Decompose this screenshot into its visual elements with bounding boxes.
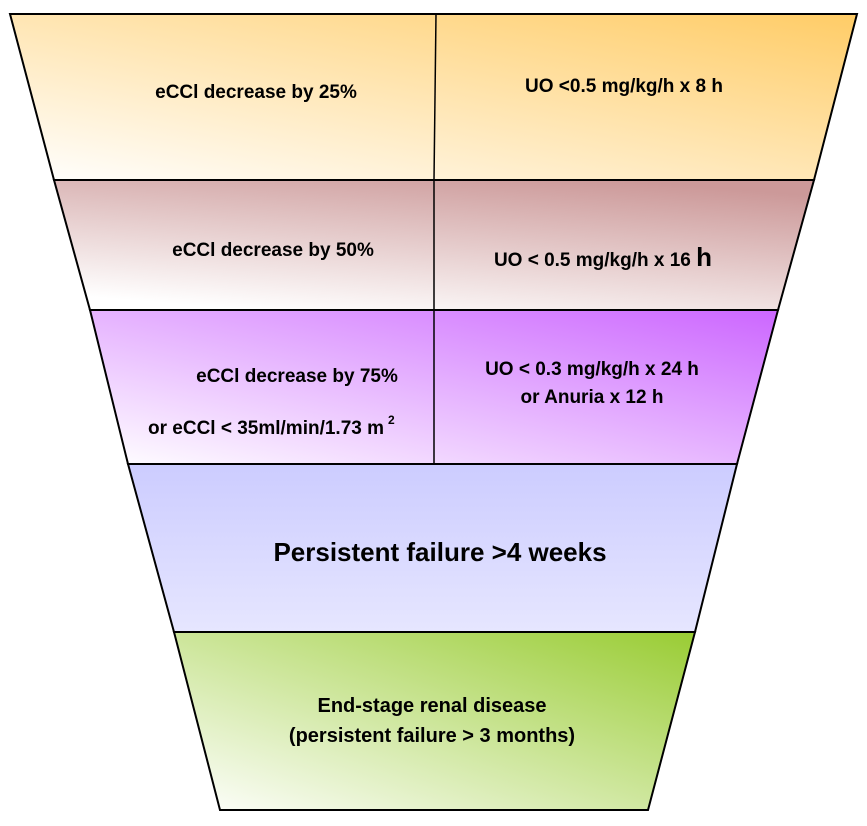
stage-failure-urine-label-line2: or Anuria x 12 h: [521, 387, 664, 408]
stage-risk-shape: [8, 13, 859, 181]
stage-injury-urine-unit: h: [696, 242, 712, 272]
stage-risk: eCCl decrease by 25% UO <0.5 mg/kg/h x 8…: [8, 13, 859, 181]
stage-failure: eCCl decrease by 75% or eCCl < 35ml/min/…: [88, 309, 780, 465]
stage-failure-urine-label-line1: UO < 0.3 mg/kg/h x 24 h: [485, 359, 699, 380]
stage-injury: eCCl decrease by 50% UO < 0.5 mg/kg/h x …: [52, 179, 816, 311]
stage-failure-eccl-label-line1: eCCl decrease by 75%: [196, 366, 398, 387]
stage-loss: Persistent failure >4 weeks: [126, 463, 739, 633]
stage-esrd-label-line1: End-stage renal disease: [318, 695, 547, 717]
stage-esrd-shape: [172, 631, 697, 811]
stage-failure-eccl-superscript: 2: [388, 413, 395, 427]
stage-injury-eccl-label: eCCl decrease by 50%: [172, 240, 374, 261]
stage-injury-urine-label: UO < 0.5 mg/kg/h x 16 h: [494, 242, 712, 272]
stage-esrd-label-line2: (persistent failure > 3 months): [289, 725, 575, 747]
stage-risk-divider: [433, 13, 437, 181]
stage-risk-eccl-label: eCCl decrease by 25%: [155, 82, 357, 103]
stage-risk-urine-label: UO <0.5 mg/kg/h x 8 h: [525, 76, 723, 97]
stage-esrd: End-stage renal disease (persistent fail…: [172, 631, 697, 811]
stage-loss-label: Persistent failure >4 weeks: [273, 537, 606, 567]
